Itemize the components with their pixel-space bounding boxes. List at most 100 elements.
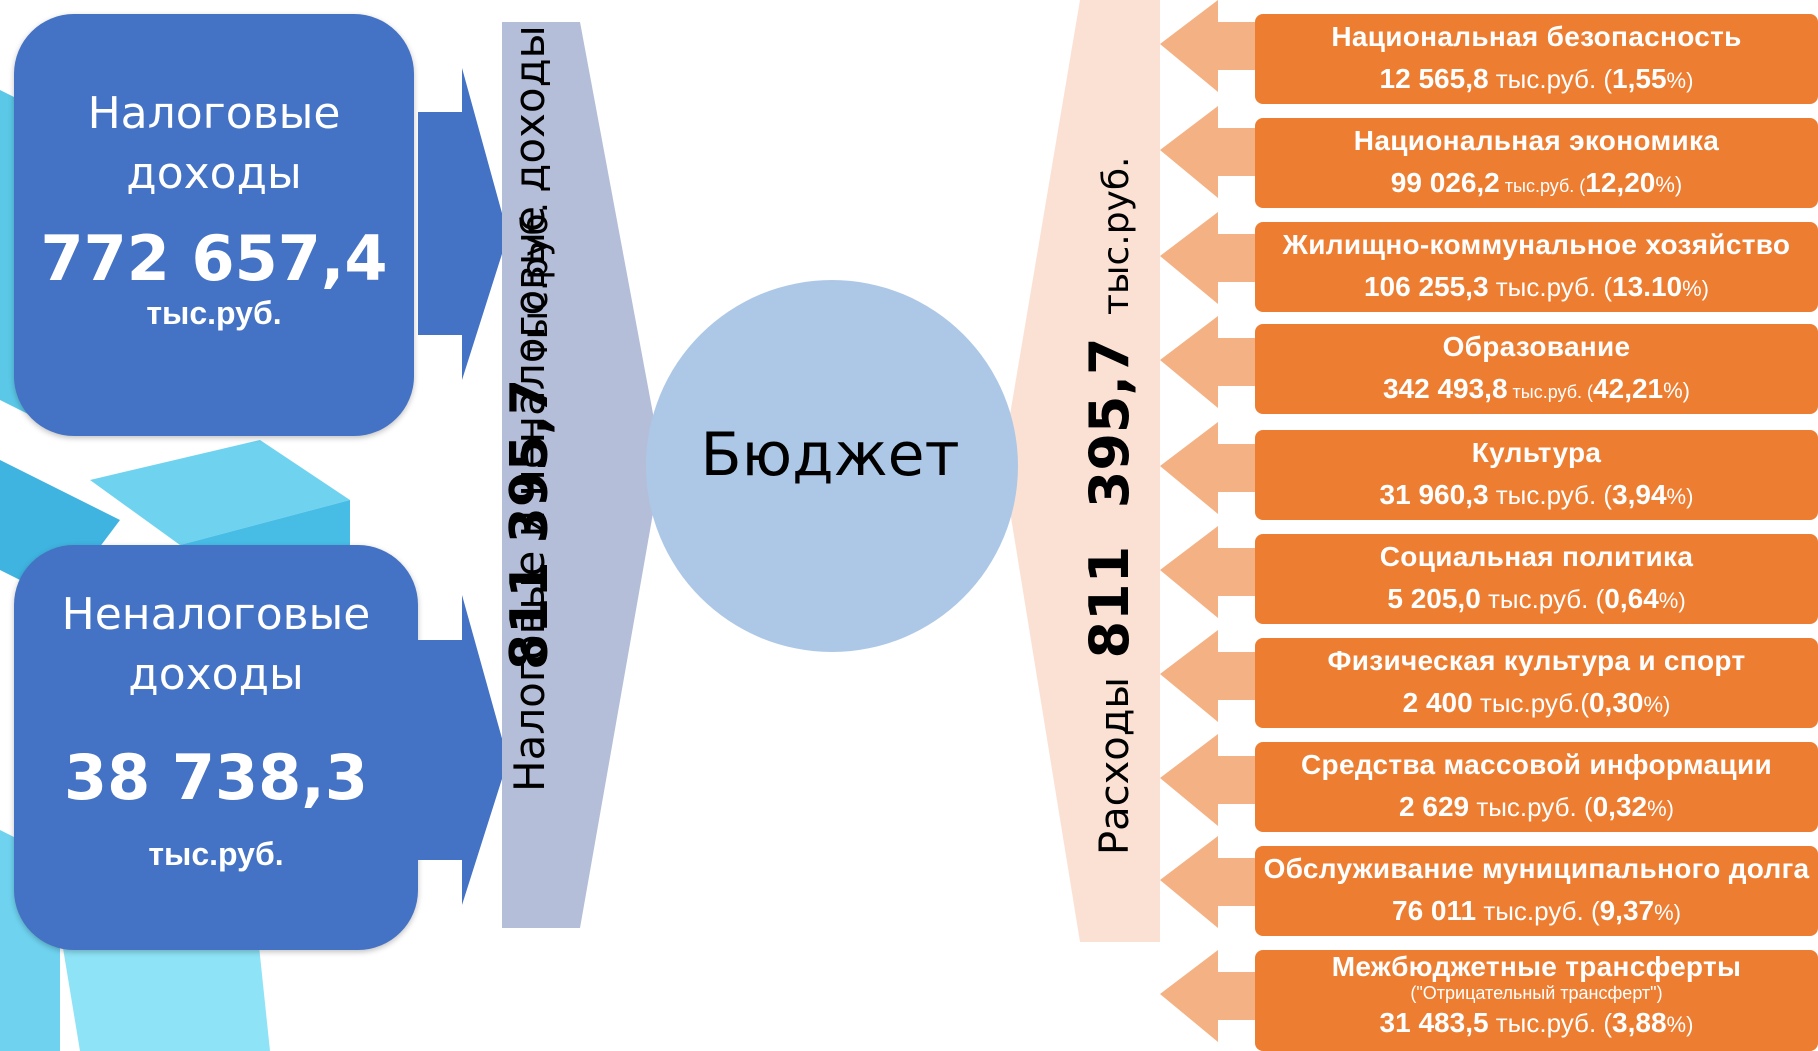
expense-name: Национальная безопасность xyxy=(1331,21,1742,52)
expense-item: Национальная экономика 99 026,2 тыс.руб. … xyxy=(1255,118,1818,208)
expense-amount: 5 205,0 xyxy=(1387,583,1481,614)
expense-arrow xyxy=(1160,836,1255,928)
expense-percent-sign: %) xyxy=(1655,172,1683,197)
expense-percent: 0,64 xyxy=(1604,583,1659,614)
income-total-unit: тыс.руб. xyxy=(515,201,556,361)
expense-arrow xyxy=(1160,316,1255,408)
expense-unit: тыс.руб. ( xyxy=(1507,382,1594,402)
expense-item: Национальная безопасность 12 565,8 тыс.ру… xyxy=(1255,14,1818,104)
expense-amount: 31 960,3 xyxy=(1379,479,1489,510)
expense-amount-line: 31 960,3 тыс.руб. (3,94%) xyxy=(1255,478,1818,514)
nontax-income-unit: тыс.руб. xyxy=(148,836,284,872)
expense-arrow xyxy=(1160,630,1255,722)
expense-amount-line: 12 565,8 тыс.руб. (1,55%) xyxy=(1255,62,1818,98)
expense-amount: 76 011 xyxy=(1392,895,1477,926)
expense-arrow xyxy=(1160,212,1255,304)
expense-arrows xyxy=(1160,0,1255,1042)
deco-cube-face xyxy=(90,440,350,545)
expense-amount-line: 2 400 тыс.руб.(0,30%) xyxy=(1255,686,1818,722)
tax-income-unit: тыс.руб. xyxy=(146,295,282,331)
tax-income-title: Налоговые xyxy=(87,88,341,139)
expense-total: Расходы 811 395,7 тыс.руб. xyxy=(1075,155,1145,856)
expense-name: Социальная политика xyxy=(1379,541,1694,572)
expense-percent: 42,21 xyxy=(1593,373,1664,404)
expense-unit: тыс.руб. ( xyxy=(1488,64,1613,94)
expense-amount: 12 565,8 xyxy=(1379,63,1489,94)
nontax-income-box: Неналоговые доходы 38 738,3 тыс.руб. xyxy=(14,545,418,950)
expense-unit: тыс.руб. ( xyxy=(1469,792,1593,822)
expense-unit: тыс.руб.( xyxy=(1472,688,1589,718)
expense-amount-line: 5 205,0 тыс.руб. (0,64%) xyxy=(1255,582,1818,618)
expense-amount-line: 76 011 тыс.руб. (9,37%) xyxy=(1255,894,1818,930)
expense-amount-line: 342 493,8 тыс.руб. (42,21%) xyxy=(1255,372,1818,409)
income-total-amount: 811 395,7 тыс.руб. xyxy=(495,190,565,670)
nontax-income-title-2: доходы xyxy=(128,649,304,700)
expense-amount: 31 483,5 xyxy=(1379,1007,1489,1038)
expense-item: Физическая культура и спорт 2 400 тыс.руб… xyxy=(1255,638,1818,728)
expense-percent: 3,88 xyxy=(1612,1007,1667,1038)
expense-percent-sign: %) xyxy=(1666,484,1694,509)
expense-name: Жилищно-коммунальное хозяйство xyxy=(1282,229,1791,260)
budget-label: Бюджет xyxy=(700,420,960,490)
expense-unit: тыс.руб. ( xyxy=(1488,480,1613,510)
expense-amount: 2 400 xyxy=(1402,687,1473,718)
nontax-income-title: Неналоговые xyxy=(61,589,371,640)
expense-unit: тыс.руб. ( xyxy=(1488,1008,1613,1038)
expense-amount-line: 31 483,5 тыс.руб. (3,88%) xyxy=(1255,1006,1818,1042)
expense-item: Культура 31 960,3 тыс.руб. (3,94%) xyxy=(1255,430,1818,520)
expense-amount: 106 255,3 xyxy=(1363,271,1489,302)
expense-name: Культура xyxy=(1471,437,1602,468)
expense-amount-line: 2 629 тыс.руб. (0,32%) xyxy=(1255,790,1818,826)
expense-percent-sign: %) xyxy=(1682,276,1710,301)
expense-percent-sign: %) xyxy=(1658,588,1686,613)
expense-amount-line: 99 026,2 тыс.руб. (12,20%) xyxy=(1255,166,1818,203)
expense-percent: 0,30 xyxy=(1588,687,1644,718)
expense-arrow xyxy=(1160,422,1255,514)
expense-note: ("Отрицательный трансферт") xyxy=(1410,983,1663,1003)
expense-percent-sign: %) xyxy=(1666,68,1694,93)
expense-total-label: Расходы xyxy=(1092,676,1138,855)
expense-arrow xyxy=(1160,734,1255,826)
expense-amount: 2 629 xyxy=(1399,791,1470,822)
expense-percent-sign: %) xyxy=(1663,378,1691,403)
income-total-value: 811 395,7 xyxy=(500,378,560,670)
expense-amount-line: 106 255,3 тыс.руб. (13.10%) xyxy=(1255,270,1818,306)
nontax-income-arrow xyxy=(418,595,508,905)
expense-name: Обслуживание муниципального долга xyxy=(1263,853,1810,884)
expense-unit: тыс.руб. ( xyxy=(1480,584,1605,614)
expense-percent: 1,55 xyxy=(1612,63,1667,94)
expense-item: Средства массовой информации 2 629 тыс.ру… xyxy=(1255,742,1818,832)
expense-arrow xyxy=(1160,950,1255,1042)
expense-percent: 13.10 xyxy=(1612,271,1683,302)
expense-name: Образование xyxy=(1442,331,1631,362)
income-total-band xyxy=(502,22,662,928)
expense-total-value: 811 395,7 xyxy=(1078,337,1141,659)
expense-total-band xyxy=(1002,0,1160,942)
tax-income-box: Налоговые доходы 772 657,4 тыс.руб. xyxy=(14,14,414,436)
expense-name: Средства массовой информации xyxy=(1301,749,1772,780)
expense-percent-sign: %) xyxy=(1647,796,1674,821)
expense-amount: 99 026,2 xyxy=(1390,167,1500,198)
expense-item: Социальная политика 5 205,0 тыс.руб. (0,6… xyxy=(1255,534,1818,624)
expense-arrow xyxy=(1160,106,1255,198)
expense-name: Национальная экономика xyxy=(1353,125,1720,156)
expense-item: Обслуживание муниципального долга 76 011 … xyxy=(1255,846,1818,936)
expense-percent: 3,94 xyxy=(1612,479,1667,510)
tax-income-title-2: доходы xyxy=(126,148,302,199)
expense-unit: тыс.руб. ( xyxy=(1499,176,1586,196)
expense-name: Межбюджетные трансферты xyxy=(1331,951,1742,982)
expense-unit: тыс.руб. ( xyxy=(1476,896,1600,926)
expense-unit: тыс.руб. ( xyxy=(1488,272,1613,302)
expense-percent: 9,37 xyxy=(1599,895,1655,926)
expense-item: Образование 342 493,8 тыс.руб. (42,21%) xyxy=(1255,324,1818,414)
expense-name: Физическая культура и спорт xyxy=(1327,645,1746,676)
budget-circle xyxy=(646,280,1018,652)
expense-percent: 0,32 xyxy=(1592,791,1648,822)
expense-percent-sign: %) xyxy=(1654,900,1681,925)
expense-amount: 342 493,8 xyxy=(1382,373,1508,404)
expense-percent: 12,20 xyxy=(1585,167,1656,198)
expense-total-unit: тыс.руб. xyxy=(1096,156,1137,315)
expense-arrow xyxy=(1160,526,1255,618)
expense-item: Межбюджетные трансферты("Отрицательный т… xyxy=(1255,950,1818,1051)
